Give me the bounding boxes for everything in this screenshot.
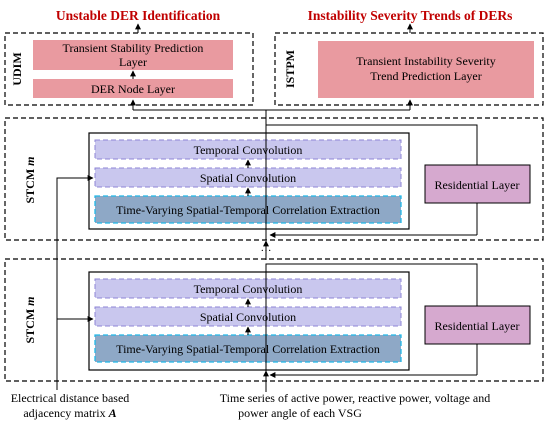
adjacency-label-line1: Electrical distance based xyxy=(11,391,130,405)
residual-path-upper xyxy=(265,124,478,240)
stcm-block-lower: STCM m Temporal Convolution Spatial Conv… xyxy=(4,258,544,382)
udim-frame xyxy=(4,32,254,106)
timeseries-label-line2: power angle of each VSG xyxy=(238,406,362,420)
stcm-upper-frame xyxy=(4,117,544,241)
tsp-layer-line1: Transient Stability Prediction xyxy=(63,41,204,55)
udim-label: UDIM xyxy=(10,52,24,85)
adjacency-label-line2: adjacency matrix A xyxy=(23,406,116,420)
residual-path-lower xyxy=(265,263,478,375)
istpm-layer-box xyxy=(318,41,534,98)
temporal-conv-label-upper: Temporal Convolution xyxy=(194,143,303,157)
der-node-layer-label: DER Node Layer xyxy=(91,82,175,96)
residential-layer-label-lower: Residential Layer xyxy=(435,319,520,333)
temporal-conv-box-lower xyxy=(94,278,402,299)
istpm-label: ISTPM xyxy=(283,50,297,88)
stcm-upper-label: STCM m xyxy=(23,156,37,203)
stcm-lower-label: STCM m xyxy=(23,296,37,343)
istpm-layer-line2: Trend Prediction Layer xyxy=(370,69,482,83)
istpm-module: ISTPM Transient Instability Severity Tre… xyxy=(274,32,544,106)
istpm-layer-line1: Transient Instability Severity xyxy=(356,54,496,68)
title-unstable-der: Unstable DER Identification xyxy=(56,8,221,23)
temporal-conv-box-upper xyxy=(94,139,402,160)
adjacency-arrow-upper xyxy=(56,175,94,390)
stcm-block-upper: STCM m Temporal Convolution Spatial Conv… xyxy=(4,117,544,241)
stcm-lower-frame xyxy=(4,258,544,382)
timeseries-label-line1: Time series of active power, reactive po… xyxy=(220,391,491,405)
residential-layer-label-upper: Residential Layer xyxy=(435,178,520,192)
udim-module: UDIM Transient Stability Prediction Laye… xyxy=(4,32,254,106)
title-instability-trends: Instability Severity Trends of DERs xyxy=(308,8,513,23)
residential-layer-box-upper xyxy=(424,164,531,204)
spatial-conv-label-upper: Spatial Convolution xyxy=(200,171,296,185)
tvstc-label-upper: Time-Varying Spatial-Temporal Correlatio… xyxy=(116,203,380,217)
residential-layer-box-lower xyxy=(424,305,531,345)
temporal-conv-label-lower: Temporal Convolution xyxy=(194,282,303,296)
spatial-conv-label-lower: Spatial Convolution xyxy=(200,310,296,324)
der-node-layer-box xyxy=(33,79,233,98)
tsp-layer-box xyxy=(33,40,233,70)
tvstc-label-lower: Time-Varying Spatial-Temporal Correlatio… xyxy=(116,342,380,356)
tvstc-box-upper xyxy=(94,195,402,224)
tsp-layer-line2: Layer xyxy=(119,55,147,69)
